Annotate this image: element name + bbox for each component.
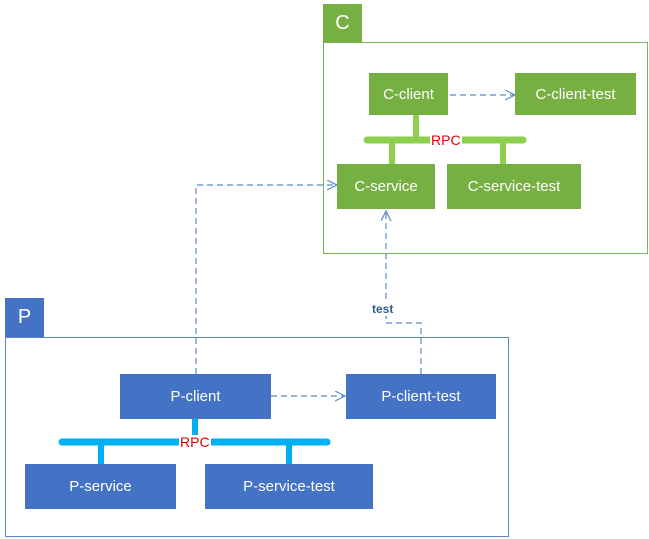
group-p-label: P — [5, 298, 44, 337]
test-edge-label: test — [372, 302, 394, 316]
node-p-client-test[interactable]: P-client-test — [346, 374, 496, 419]
node-c-service[interactable]: C-service — [337, 164, 435, 209]
node-p-service[interactable]: P-service — [25, 464, 176, 509]
node-c-client[interactable]: C-client — [369, 73, 448, 115]
arrow-p-client-to-c-service — [195, 185, 337, 374]
c-rpc-label: RPC — [430, 132, 462, 148]
node-p-client[interactable]: P-client — [120, 374, 271, 419]
node-p-service-test[interactable]: P-service-test — [205, 464, 373, 509]
node-c-client-test[interactable]: C-client-test — [515, 73, 636, 115]
node-c-service-test[interactable]: C-service-test — [447, 164, 581, 209]
p-rpc-label: RPC — [179, 434, 211, 450]
arrow-p-client-test-to-c-service — [386, 211, 422, 374]
group-c-label: C — [323, 4, 362, 42]
